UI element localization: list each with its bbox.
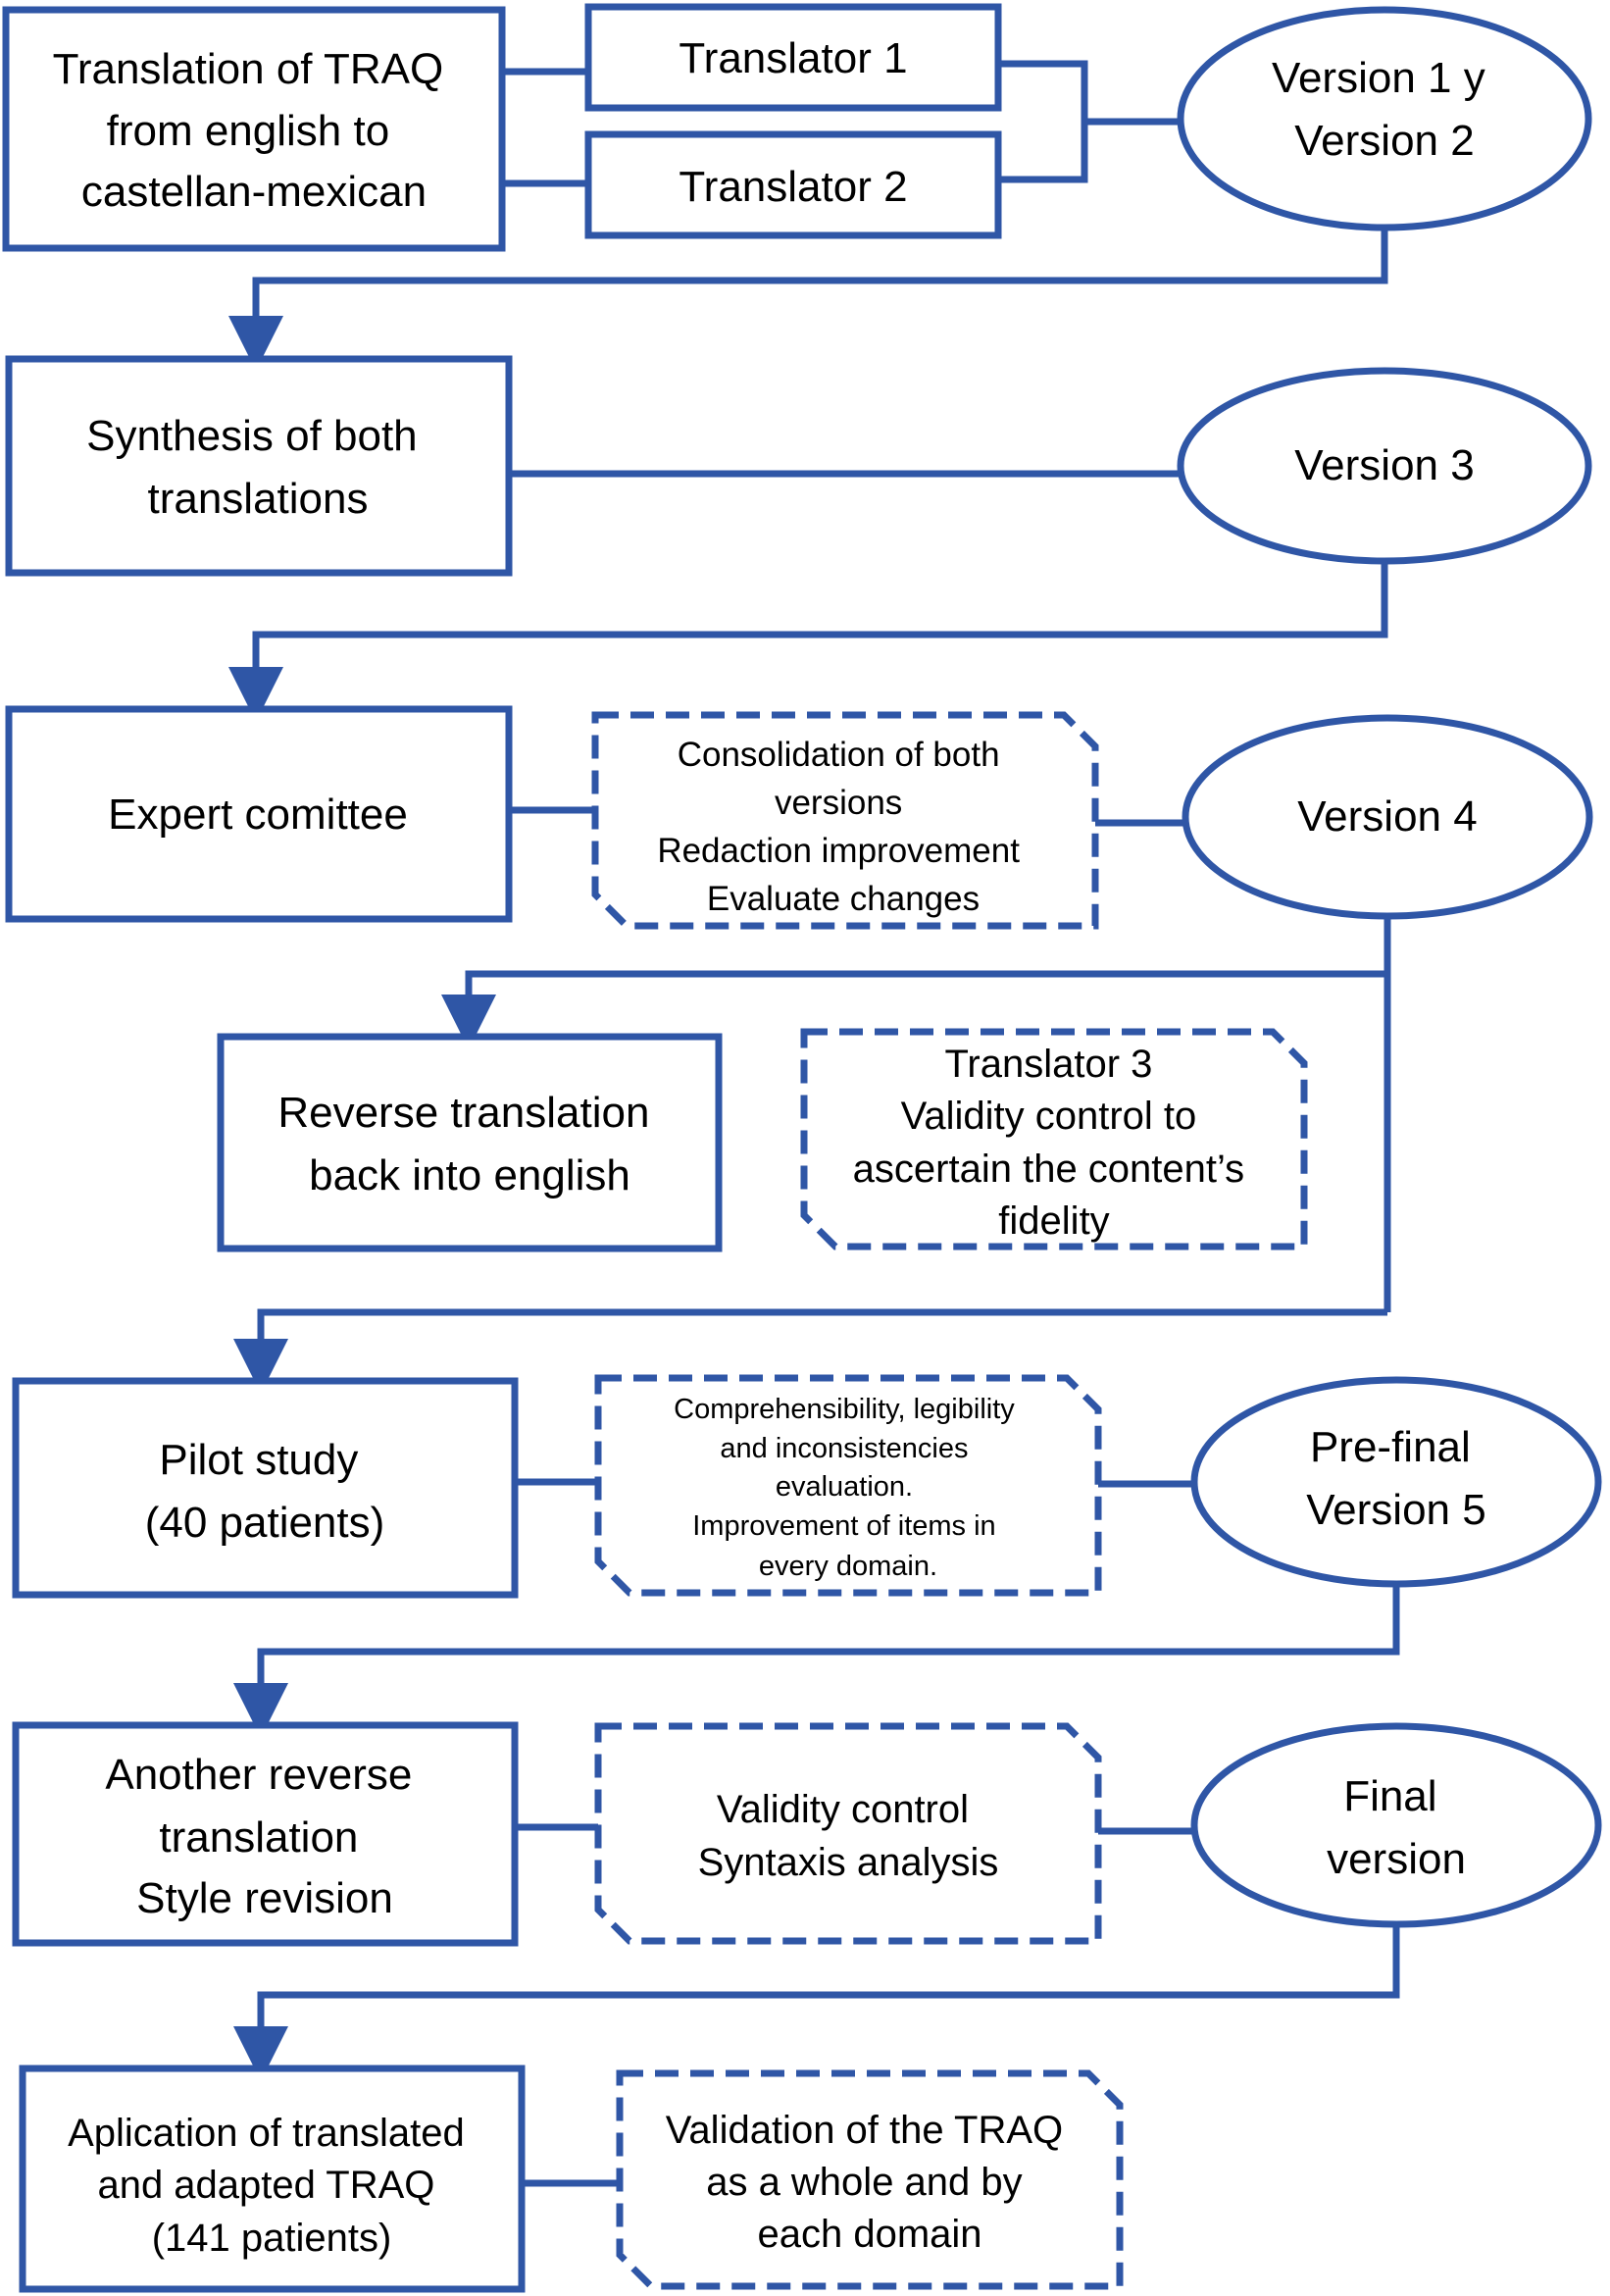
reverse-line-2: back into english (309, 1151, 630, 1199)
another-line-1: Another reverse (105, 1751, 412, 1799)
validity-line-1: Validity control (717, 1788, 969, 1831)
synthesis-label: Synthesis of both translations (86, 412, 429, 523)
version12-line-2: Version 2 (1294, 117, 1474, 165)
translator3-box (800, 1028, 1308, 1250)
translator2-line-1: Translator 2 (679, 163, 907, 211)
validity-box (594, 1722, 1102, 1945)
pilot-line-1: Pilot study (159, 1436, 358, 1484)
arrow-version5-to-another (233, 1584, 1400, 1738)
translator1-box (584, 3, 1002, 112)
version3-ellipse (1177, 367, 1592, 565)
validation-line-2: as a whole and by (706, 2161, 1022, 2204)
comprehensibility-line-4: Improvement of items in (692, 1510, 995, 1542)
validation-line-3: each domain (757, 2213, 981, 2256)
comprehensibility-line-5: every domain. (759, 1551, 937, 1582)
version3-line-1: Version 3 (1294, 441, 1474, 489)
version5-label: Pre-final Version 5 (1306, 1423, 1485, 1534)
arrow-version4-to-reverse (441, 970, 1387, 1049)
pilot-box (12, 1377, 519, 1599)
arrow-final-to-application (233, 1924, 1400, 2081)
validation-line-1: Validation of the TRAQ (666, 2109, 1063, 2152)
synthesis-line-1: Synthesis of both (86, 412, 418, 460)
application-line-3: (141 patients) (152, 2217, 392, 2260)
another-line-3: Style revision (136, 1874, 393, 1922)
consolidation-line-3: Redaction improvement (657, 832, 1020, 870)
version4-label: Version 4 (1297, 792, 1477, 841)
translator3-line-2: Validity control to (901, 1095, 1197, 1138)
version5-ellipse (1190, 1376, 1602, 1588)
arrow-loop-to-pilot (233, 1308, 1387, 1394)
validation-box (616, 2069, 1124, 2290)
translator1-label: Translator 1 (679, 34, 907, 82)
application-line-1: Aplication of translated (68, 2112, 465, 2155)
validation-label: Validation of the TRAQ as a whole and by… (666, 2109, 1075, 2256)
expert-box (5, 705, 513, 923)
final-label: Final version (1327, 1772, 1466, 1883)
consolidation-box (591, 711, 1099, 930)
translator3-line-3: ascertain the content’s (853, 1148, 1245, 1191)
pilot-line-2: (40 patients) (145, 1499, 385, 1547)
version4-ellipse (1182, 714, 1593, 920)
comprehensibility-line-1: Comprehensibility, legibility (674, 1394, 1015, 1425)
translator3-line-1: Translator 3 (944, 1043, 1152, 1086)
validity-line-2: Syntaxis analysis (698, 1841, 999, 1884)
consolidation-line-1: Consolidation of both (678, 736, 1000, 774)
reverse-label: Reverse translation back into english (277, 1089, 661, 1199)
final-line-1: Final (1343, 1772, 1436, 1820)
reverse-line-1: Reverse translation (277, 1089, 649, 1137)
version5-line-2: Version 5 (1306, 1486, 1485, 1534)
translation-box (2, 6, 506, 252)
another-label: Another reverse translation Style revisi… (105, 1751, 424, 1922)
final-ellipse (1190, 1722, 1602, 1928)
comprehensibility-box (594, 1374, 1102, 1597)
version12-label: Version 1 y Version 2 (1272, 54, 1497, 165)
another-line-2: translation (159, 1813, 358, 1862)
version3-label: Version 3 (1294, 441, 1474, 489)
arrow-version12-to-synthesis (228, 228, 1388, 371)
version12-ellipse (1177, 6, 1592, 231)
version5-line-1: Pre-final (1310, 1423, 1471, 1471)
comprehensibility-line-3: evaluation. (776, 1471, 913, 1503)
translator2-label: Translator 2 (679, 163, 907, 211)
comprehensibility-line-2: and inconsistencies (720, 1433, 968, 1464)
synthesis-line-2: translations (147, 475, 368, 523)
consolidation-label: Consolidation of both versions Redaction… (657, 736, 1029, 918)
translator3-label: Translator 3 Validity control to ascerta… (853, 1043, 1256, 1243)
application-label: Aplication of translated and adapted TRA… (68, 2112, 476, 2260)
reverse-box (217, 1033, 723, 1252)
consolidation-line-4: Evaluate changes (707, 880, 980, 918)
translation-line-3: castellan-mexican (81, 168, 427, 216)
application-box (19, 2065, 526, 2293)
pilot-label: Pilot study (40 patients) (145, 1436, 385, 1547)
connector-translators-bracket (998, 60, 1088, 183)
application-line-2: and adapted TRAQ (97, 2164, 434, 2207)
translation-line-2: from english to (107, 107, 390, 155)
consolidation-line-2: versions (775, 784, 902, 822)
validity-label: Validity control Syntaxis analysis (698, 1788, 999, 1884)
translation-label: Translation of TRAQ from english to cast… (53, 45, 456, 216)
final-line-2: version (1327, 1835, 1466, 1883)
translation-line-1: Translation of TRAQ (53, 45, 444, 93)
another-box (12, 1721, 519, 1947)
translator3-line-4: fidelity (998, 1199, 1109, 1243)
translator1-line-1: Translator 1 (679, 34, 907, 82)
comprehensibility-label: Comprehensibility, legibility and incons… (674, 1394, 1023, 1582)
synthesis-box (5, 355, 513, 577)
version4-line-1: Version 4 (1297, 792, 1477, 841)
expert-line-1: Expert comittee (108, 791, 408, 839)
arrow-version3-to-expert (228, 561, 1388, 722)
translator2-box (584, 130, 1002, 239)
expert-label: Expert comittee (108, 791, 408, 839)
version12-line-1: Version 1 y (1272, 54, 1485, 102)
